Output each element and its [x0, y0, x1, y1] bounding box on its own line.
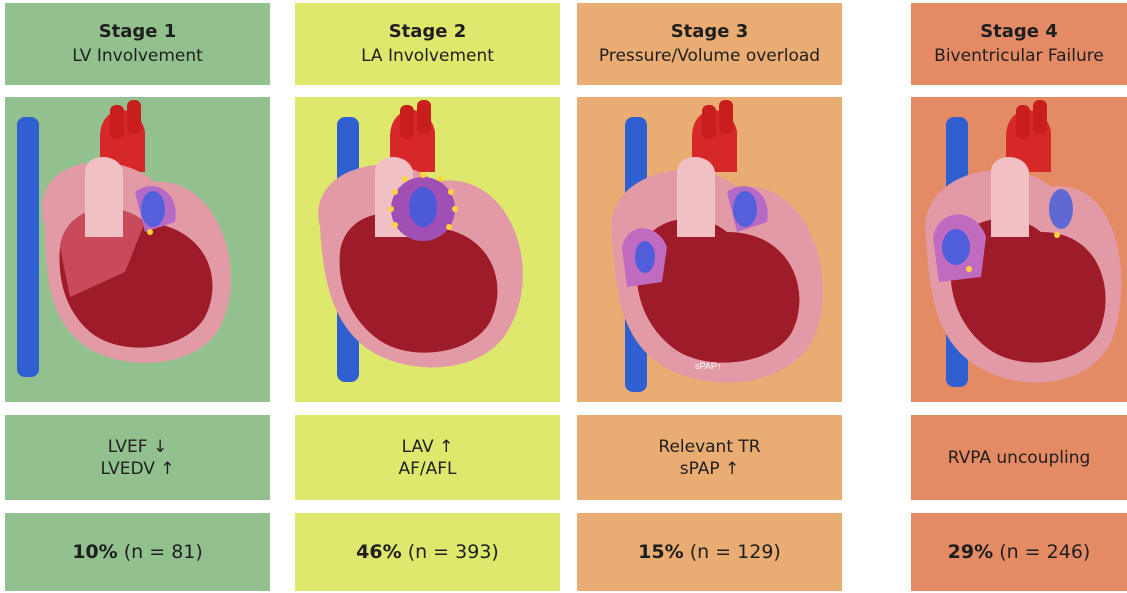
stage-2-percent: 46% — [356, 541, 401, 563]
stage-4-prevalence: 29% (n = 246) — [911, 513, 1127, 591]
stage-2-name: Stage 2 — [389, 20, 467, 44]
stage-4-heart-panel — [911, 97, 1127, 402]
stage-1-feature-1: LVEF ↓ — [108, 436, 167, 458]
stage-1-column: Stage 1 LV Involvement LVEF ↓ LVEDV ↑ 10… — [5, 0, 270, 593]
stage-2-feature-2: AF/AFL — [398, 458, 456, 480]
stage-3-heart-panel: sPAP↑ — [577, 97, 842, 402]
stage-1-header: Stage 1 LV Involvement — [5, 3, 270, 85]
stage-1-prevalence: 10% (n = 81) — [5, 513, 270, 591]
stage-2-features: LAV ↑ AF/AFL — [295, 415, 560, 500]
stage-3-column: Stage 3 Pressure/Volume overload sPAP↑ R… — [577, 0, 842, 593]
stage-1-feature-2: LVEDV ↑ — [100, 458, 174, 480]
stage-2-count: (n = 393) — [408, 541, 499, 563]
spap-image-label: sPAP↑ — [695, 361, 721, 371]
heart-illustration-icon: sPAP↑ — [577, 97, 842, 402]
stage-2-feature-1: LAV ↑ — [402, 436, 454, 458]
stage-1-name: Stage 1 — [99, 20, 177, 44]
heart-illustration-icon — [295, 97, 560, 402]
stage-2-column: Stage 2 LA Involvement LAV ↑ AF/AFL 46% … — [295, 0, 560, 593]
stage-1-subtitle: LV Involvement — [72, 44, 203, 68]
stage-4-name: Stage 4 — [980, 20, 1058, 44]
stage-4-subtitle: Biventricular Failure — [934, 44, 1104, 68]
stage-4-column: Stage 4 Biventricular Failure RVPA uncou… — [911, 0, 1127, 593]
stage-1-percent: 10% — [72, 541, 117, 563]
stage-3-subtitle: Pressure/Volume overload — [599, 44, 820, 68]
stage-4-percent: 29% — [948, 541, 993, 563]
stage-1-count: (n = 81) — [124, 541, 203, 563]
stage-3-feature-2: sPAP ↑ — [680, 458, 740, 480]
stage-4-header: Stage 4 Biventricular Failure — [911, 3, 1127, 85]
stage-4-features: RVPA uncoupling — [911, 415, 1127, 500]
stage-2-heart-panel — [295, 97, 560, 402]
stage-2-prevalence: 46% (n = 393) — [295, 513, 560, 591]
stage-3-features: Relevant TR sPAP ↑ — [577, 415, 842, 500]
stage-1-heart-panel — [5, 97, 270, 402]
stage-1-features: LVEF ↓ LVEDV ↑ — [5, 415, 270, 500]
stage-3-header: Stage 3 Pressure/Volume overload — [577, 3, 842, 85]
heart-illustration-icon — [911, 97, 1127, 402]
stage-3-percent: 15% — [638, 541, 683, 563]
stage-2-subtitle: LA Involvement — [361, 44, 494, 68]
stage-3-feature-1: Relevant TR — [658, 436, 760, 458]
heart-illustration-icon — [5, 97, 270, 402]
stage-4-feature-1: RVPA uncoupling — [948, 447, 1091, 469]
stage-4-count: (n = 246) — [999, 541, 1090, 563]
stage-3-prevalence: 15% (n = 129) — [577, 513, 842, 591]
stage-3-name: Stage 3 — [671, 20, 749, 44]
stage-2-header: Stage 2 LA Involvement — [295, 3, 560, 85]
stage-3-count: (n = 129) — [690, 541, 781, 563]
